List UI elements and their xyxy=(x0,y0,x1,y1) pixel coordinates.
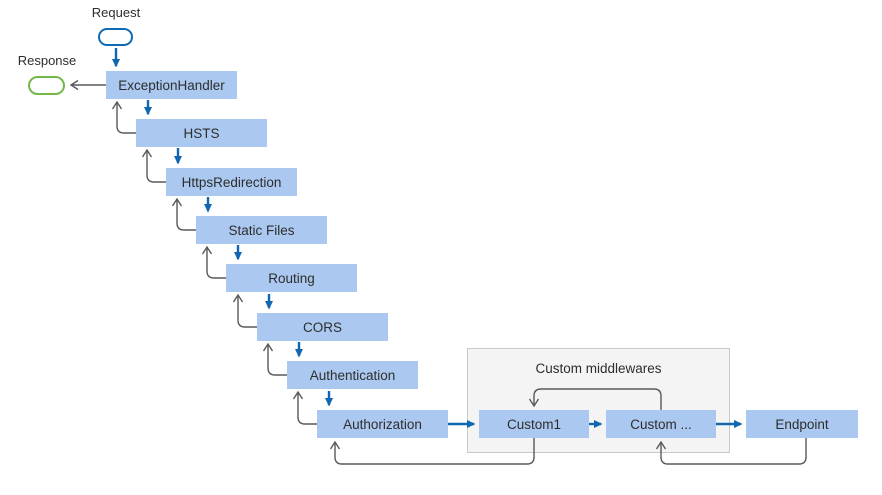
response-pill xyxy=(28,76,65,95)
response-label: Response xyxy=(17,53,77,68)
middleware-box-routing: Routing xyxy=(226,264,357,292)
middleware-box-hsts: HSTS xyxy=(136,119,267,147)
custom-middlewares-group-label: Custom middlewares xyxy=(535,361,662,376)
endpoint-box: Endpoint xyxy=(746,410,858,438)
middleware-box-static-files: Static Files xyxy=(196,216,327,244)
middleware-box-authorization: Authorization xyxy=(317,410,448,438)
middleware-box-exception-handler: ExceptionHandler xyxy=(106,71,237,99)
custom-middleware-box-more: Custom ... xyxy=(606,410,716,438)
middleware-box-https-redirection: HttpsRedirection xyxy=(166,168,297,196)
middleware-box-cors: CORS xyxy=(257,313,388,341)
request-label: Request xyxy=(91,5,141,20)
request-pill xyxy=(98,28,133,46)
custom-middleware-box-1: Custom1 xyxy=(479,410,589,438)
middleware-box-authentication: Authentication xyxy=(287,361,418,389)
